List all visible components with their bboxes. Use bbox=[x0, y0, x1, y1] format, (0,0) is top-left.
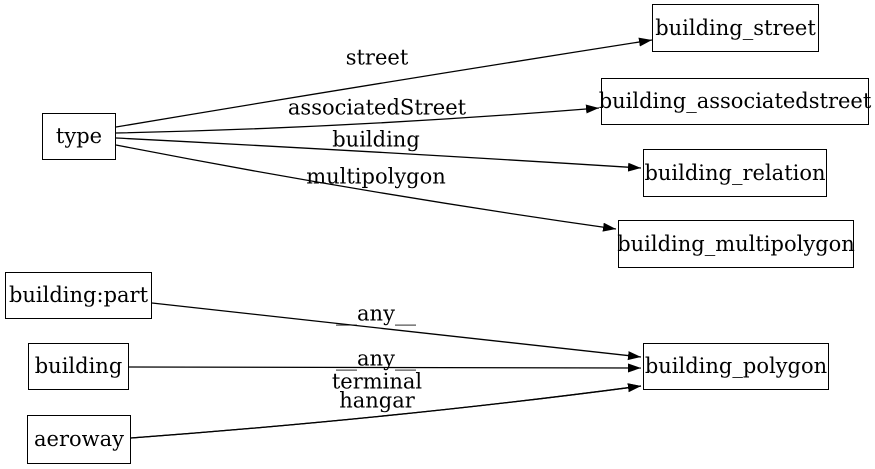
edge-aeroway-hangar-building_polygon bbox=[130, 383, 642, 439]
edge-label-terminal: terminal bbox=[331, 369, 423, 394]
node-building-part: building:part bbox=[5, 272, 152, 319]
edge-label-multipolygon: multipolygon bbox=[306, 164, 446, 189]
edge-type-building_associatedstreet bbox=[115, 104, 600, 134]
node-aeroway: aeroway bbox=[27, 415, 131, 464]
edge-label-any-building: __any__ bbox=[336, 346, 416, 371]
edge-label-any-building-part: __any__ bbox=[336, 301, 416, 326]
node-building: building bbox=[28, 343, 129, 390]
edge-label-hangar: hangar bbox=[339, 388, 415, 413]
node-building_street: building_street bbox=[652, 4, 819, 52]
node-building_polygon: building_polygon bbox=[643, 343, 829, 390]
edge-label-street: street bbox=[345, 45, 409, 70]
edge-type-building_relation bbox=[115, 137, 642, 172]
edge-type-building_multipolygon bbox=[115, 144, 617, 232]
node-building_multipolygon: building_multipolygon bbox=[617, 220, 855, 268]
edge-building_part-building_polygon bbox=[151, 302, 642, 361]
edge-label-associatedstreet: associatedStreet bbox=[287, 95, 467, 120]
node-building_relation: building_relation bbox=[643, 149, 827, 197]
node-type: type bbox=[42, 113, 116, 160]
edge-building-building_polygon bbox=[128, 363, 642, 373]
edge-type-building_street bbox=[115, 37, 653, 128]
edge-label-building: building bbox=[332, 127, 420, 152]
node-building_associatedstreet: building_associatedstreet bbox=[599, 78, 871, 125]
